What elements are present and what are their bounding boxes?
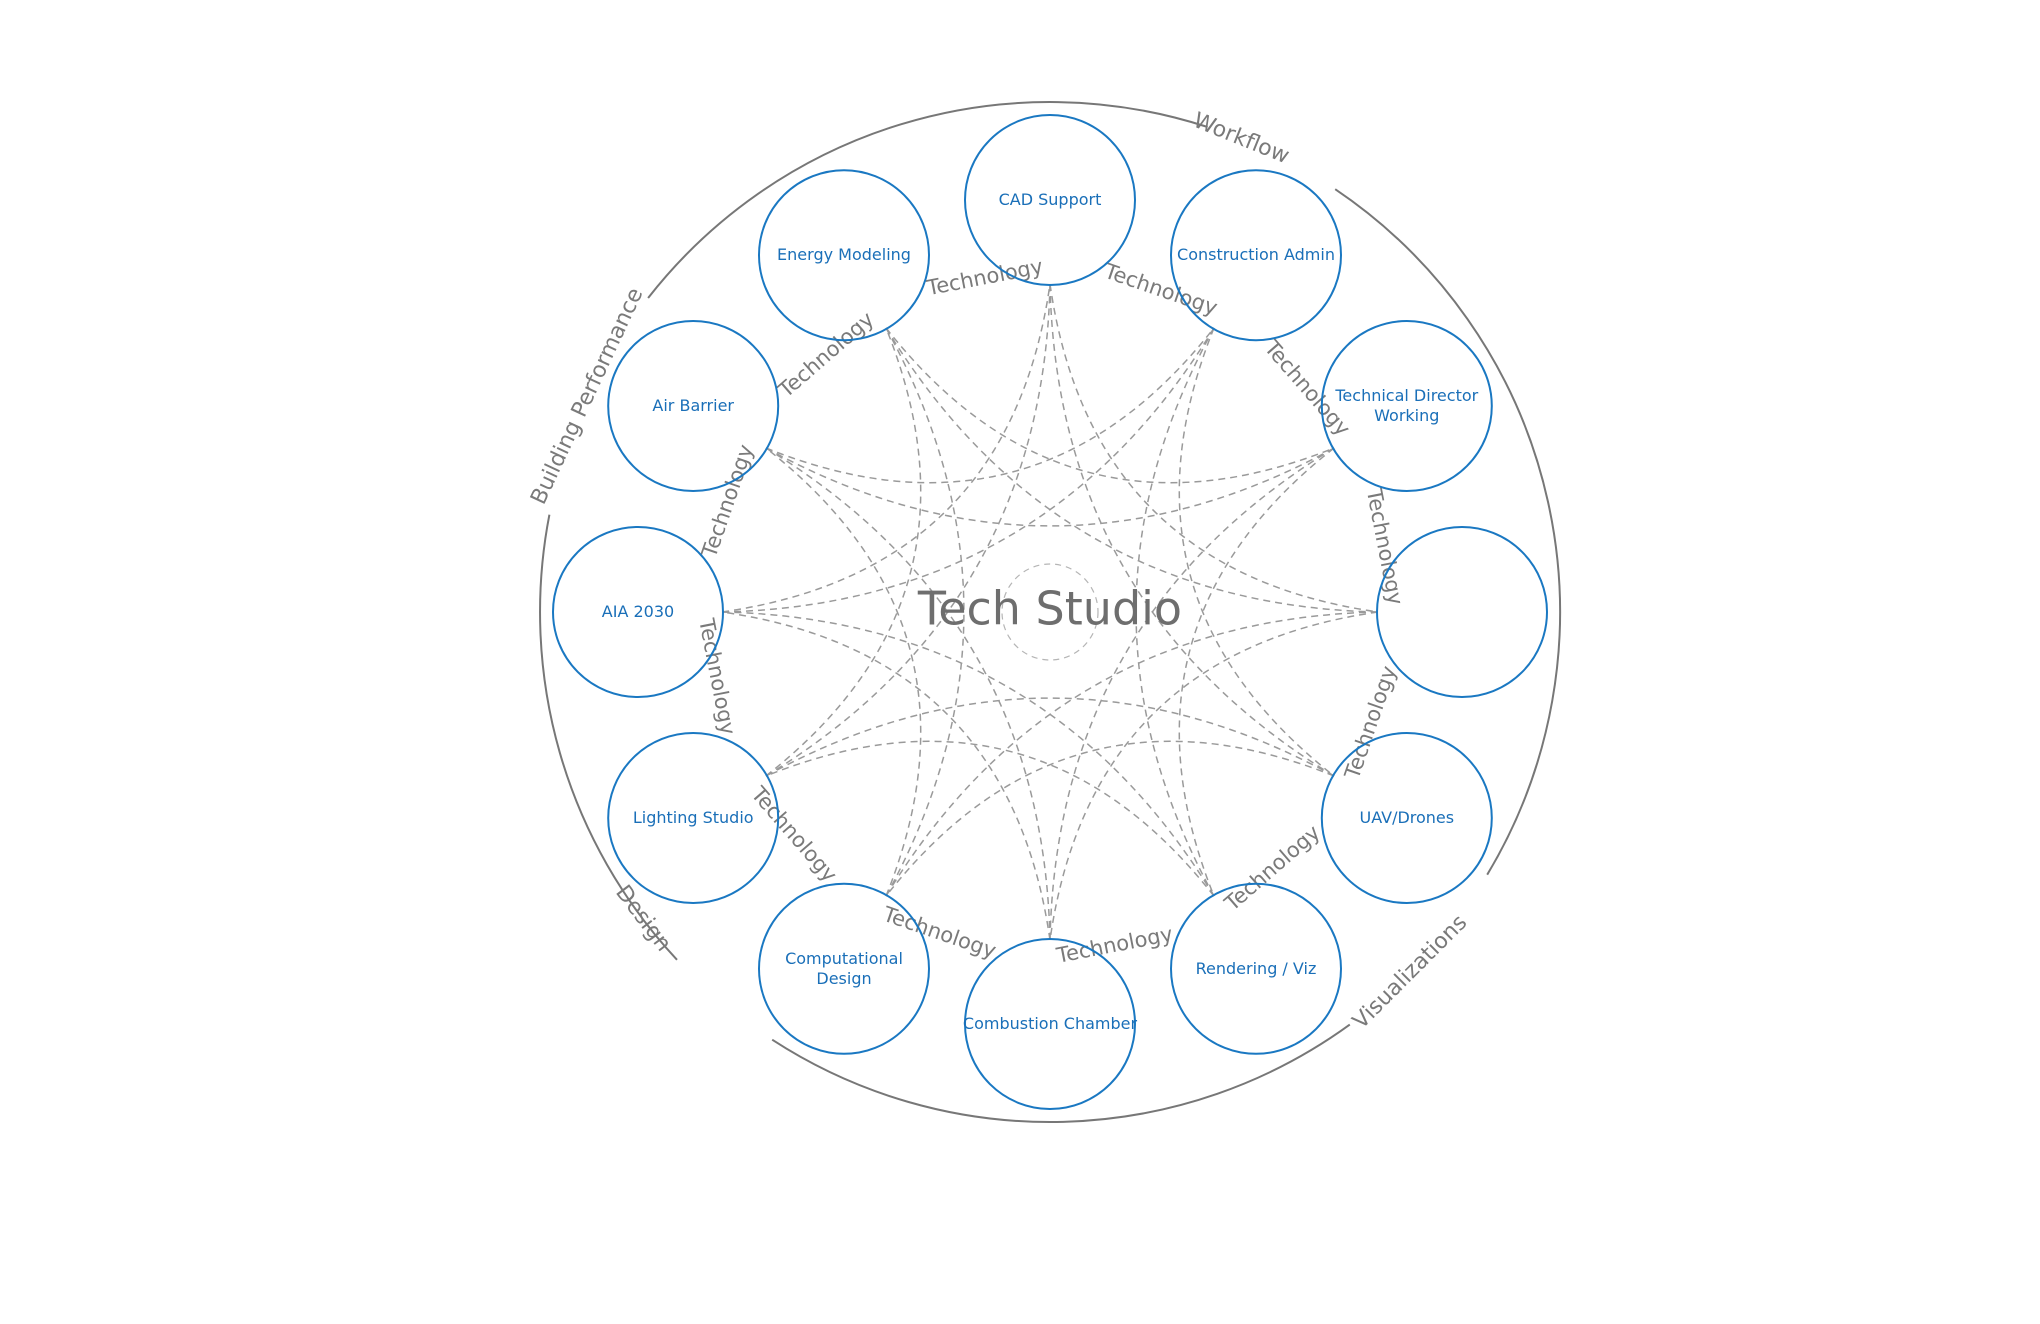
- topic-circle[interactable]: [964, 114, 1136, 286]
- topic-circle[interactable]: [1376, 526, 1548, 698]
- connector-line: [885, 327, 1379, 613]
- topic-circle[interactable]: [1320, 320, 1493, 492]
- connector-lines: [721, 283, 1379, 941]
- outer-ring-arc: [771, 1023, 1351, 1123]
- connector-line: [765, 447, 1051, 941]
- outer-ring-arc: [539, 514, 678, 961]
- topic-node[interactable]: Energy Modeling: [758, 169, 930, 342]
- topic-label: Combustion Chamber: [963, 1014, 1138, 1033]
- connector-line: [765, 697, 1335, 777]
- connector-line: [721, 327, 1215, 613]
- topic-node[interactable]: Construction Admin: [1170, 169, 1342, 342]
- topic-label: Rendering / Viz: [1196, 958, 1317, 977]
- connector-line: [765, 740, 1215, 897]
- connector-line: [1049, 283, 1379, 613]
- topic-node[interactable]: UAV/Drones: [1320, 732, 1493, 904]
- center-hub: [1001, 563, 1099, 661]
- connector-line: [1049, 447, 1335, 941]
- topic-circle[interactable]: [552, 526, 724, 698]
- topic-label: AIA 2030: [602, 602, 674, 621]
- topic-circle[interactable]: [758, 882, 930, 1055]
- topic-circle[interactable]: [1320, 732, 1493, 904]
- connector-line: [765, 327, 1215, 484]
- topic-node[interactable]: Lighting Studio: [607, 732, 780, 904]
- topic-node[interactable]: AIA 2030: [552, 526, 724, 698]
- outer-ring-group: [539, 101, 1562, 1123]
- topic-label: Construction Admin: [1177, 245, 1335, 264]
- topic-node[interactable]: [1376, 526, 1548, 698]
- topic-node[interactable]: CAD Support: [964, 114, 1136, 286]
- connector-line: [721, 611, 1215, 897]
- topic-node[interactable]: Rendering / Viz: [1170, 882, 1342, 1055]
- topic-label: Energy Modeling: [777, 245, 911, 264]
- connector-line: [765, 447, 922, 897]
- connector-line: [885, 327, 1335, 484]
- topic-circle[interactable]: [607, 732, 780, 904]
- connector-line: [1049, 283, 1335, 777]
- connector-line: [721, 283, 1051, 613]
- center-group: Tech Studio: [917, 563, 1182, 661]
- connector-line: [1135, 327, 1215, 897]
- topic-label: Air Barrier: [652, 396, 734, 415]
- topic-node[interactable]: Air Barrier: [607, 320, 780, 492]
- outer-ring-arc: [647, 101, 1208, 299]
- category-label: Visualizations: [1348, 910, 1472, 1034]
- connector-line: [1049, 611, 1379, 941]
- topic-circle[interactable]: [758, 169, 930, 342]
- topic-label: CAD Support: [999, 190, 1102, 209]
- connector-line: [1178, 447, 1335, 897]
- connector-line: [765, 447, 1335, 527]
- center-title: Tech Studio: [917, 582, 1182, 636]
- topic-circle[interactable]: [1170, 169, 1342, 342]
- outer-ring-arc: [1334, 188, 1562, 876]
- connector-line: [721, 611, 1051, 941]
- topic-label: UAV/Drones: [1359, 808, 1454, 827]
- connector-line: [1178, 327, 1335, 777]
- topic-circle[interactable]: [607, 320, 780, 492]
- connector-line: [885, 327, 965, 897]
- connector-line: [765, 327, 922, 777]
- topic-circle[interactable]: [964, 938, 1136, 1110]
- connector-line: [885, 611, 1379, 897]
- topic-node[interactable]: Combustion Chamber: [963, 938, 1138, 1110]
- category-label: Workflow: [1190, 108, 1293, 169]
- topic-circle[interactable]: [1170, 882, 1342, 1055]
- connector-line: [885, 740, 1335, 897]
- topic-label: Lighting Studio: [633, 808, 754, 827]
- connector-line: [765, 283, 1051, 777]
